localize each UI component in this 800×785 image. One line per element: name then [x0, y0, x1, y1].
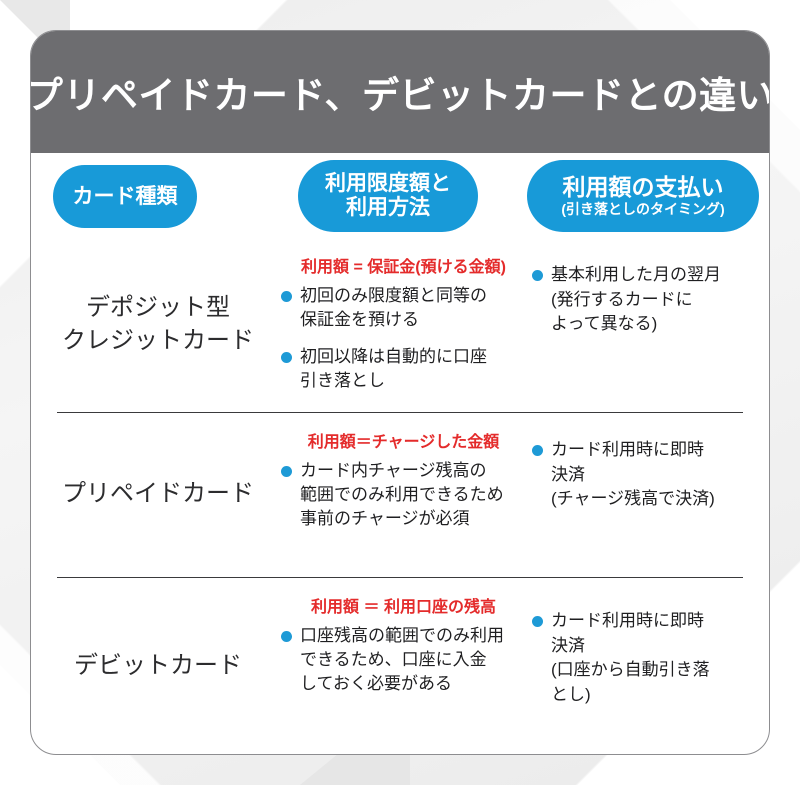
bullet-dot-icon — [532, 445, 543, 456]
row-card-type-line2: クレジットカード — [62, 326, 254, 354]
list-item: 口座残高の範囲でのみ利用 できるため、口座に入金 しておく必要がある — [281, 624, 526, 696]
usage-bullet-list: 口座残高の範囲でのみ利用 できるため、口座に入金 しておく必要がある — [281, 624, 526, 696]
payment-bullet-list: 基本利用した月の翌月 (発行するカードに よって異なる) — [532, 263, 769, 337]
row-card-type-label: プリペイドカード — [62, 478, 254, 510]
row-divider — [57, 577, 743, 578]
bullet-line: カード利用時に即時 — [551, 611, 704, 630]
row-payment-cell: カード利用時に即時 決済 (口座から自動引き落 とし) — [526, 577, 769, 754]
row-usage-cell: 利用額＝チャージした金額 カード内チャージ残高の 範囲でのみ利用できるため 事前… — [281, 412, 526, 577]
payment-bullet-list: カード利用時に即時 決済 (口座から自動引き落 とし) — [532, 609, 769, 708]
table-row: プリペイドカード 利用額＝チャージした金額 カード内チャージ残高の 範囲でのみ利… — [31, 412, 769, 577]
bullet-line: よって異なる) — [551, 314, 658, 334]
bullet-dot-icon — [532, 616, 543, 627]
bullet-dot-icon — [281, 291, 292, 302]
payment-bullet-list: カード利用時に即時 決済 (チャージ残高で決済) — [532, 438, 769, 512]
column-header-card-type: カード種類 — [53, 165, 197, 228]
row-divider — [57, 412, 743, 413]
bullet-line: 口座残高の範囲でのみ利用 — [300, 626, 504, 645]
row-card-type-line1: デポジット型 — [86, 294, 230, 322]
usage-bullet-list: カード内チャージ残高の 範囲でのみ利用できるため 事前のチャージが必須 — [281, 459, 526, 531]
usage-heading: 利用額 = 保証金(預ける金額) — [301, 259, 506, 276]
bullet-line: (発行するカードに — [551, 289, 693, 309]
comparison-card: プリペイドカード、デビットカードとの違い カード種類 利用限度額と 利用方法 利… — [30, 30, 770, 755]
row-card-type-cell: プリペイドカード — [31, 412, 281, 577]
bullet-dot-icon — [281, 352, 292, 364]
usage-heading: 利用額 ＝ 利用口座の残高 — [311, 599, 496, 616]
column-header-payment-label: 利用額の支払い — [562, 173, 724, 200]
title-band: プリペイドカード、デビットカードとの違い — [31, 31, 769, 153]
table-row: デポジット型 クレジットカード 利用額 = 保証金(預ける金額) 初回のみ限度額… — [31, 237, 769, 412]
bullet-line: 引き落とし — [300, 371, 385, 391]
column-header-usage-limit-line1: 利用限度額と — [325, 172, 451, 196]
comparison-rows: デポジット型 クレジットカード 利用額 = 保証金(預ける金額) 初回のみ限度額… — [31, 237, 769, 754]
bullet-line: 決済 — [551, 464, 585, 484]
bullet-line: 決済 — [551, 635, 585, 655]
bullet-line: できるため、口座に入金 — [300, 650, 487, 670]
row-card-type-label: デポジット型 クレジットカード — [62, 292, 254, 357]
list-item: カード利用時に即時 決済 (口座から自動引き落 とし) — [532, 609, 769, 708]
column-header-payment-sublabel: (引き落としのタイミング) — [561, 200, 725, 217]
column-header-payment: 利用額の支払い (引き落としのタイミング) — [527, 160, 759, 232]
row-card-type-label: デビットカード — [74, 650, 242, 682]
bullet-line: 範囲でのみ利用できるため — [300, 485, 504, 505]
bullet-line: 初回のみ限度額と同等の — [300, 286, 487, 305]
bullet-line: カード内チャージ残高の — [300, 461, 487, 480]
row-usage-cell: 利用額 = 保証金(預ける金額) 初回のみ限度額と同等の 保証金を預ける 初回以… — [281, 237, 526, 412]
bullet-dot-icon — [532, 270, 543, 281]
list-item: 初回以降は自動的に口座 引き落とし — [281, 345, 526, 393]
row-card-type-cell: デビットカード — [31, 577, 281, 754]
bullet-line: (チャージ残高で決済) — [551, 489, 715, 509]
row-card-type-cell: デポジット型 クレジットカード — [31, 237, 281, 412]
column-header-usage-limit-line2: 利用方法 — [346, 196, 430, 219]
bullet-line: しておく必要がある — [300, 674, 452, 694]
column-header-row: カード種類 利用限度額と 利用方法 利用額の支払い (引き落としのタイミング) — [31, 153, 769, 237]
bullet-line: 保証金を預ける — [300, 310, 419, 330]
page-title: プリペイドカード、デビットカードとの違い — [30, 75, 770, 116]
bullet-line: とし) — [551, 684, 591, 704]
usage-bullet-list: 初回のみ限度額と同等の 保証金を預ける 初回以降は自動的に口座 引き落とし — [281, 284, 526, 394]
list-item: 初回のみ限度額と同等の 保証金を預ける — [281, 284, 526, 332]
row-card-type-line1: プリペイドカード — [62, 480, 254, 508]
usage-heading: 利用額＝チャージした金額 — [307, 434, 500, 451]
column-header-usage-limit: 利用限度額と 利用方法 — [298, 160, 478, 232]
bullet-line: 初回以降は自動的に口座 — [300, 347, 487, 367]
row-usage-cell: 利用額 ＝ 利用口座の残高 口座残高の範囲でのみ利用 できるため、口座に入金 し… — [281, 577, 526, 754]
bullet-dot-icon — [281, 631, 292, 642]
bullet-dot-icon — [281, 466, 292, 477]
list-item: カード利用時に即時 決済 (チャージ残高で決済) — [532, 438, 769, 512]
row-payment-cell: カード利用時に即時 決済 (チャージ残高で決済) — [526, 412, 769, 577]
table-row: デビットカード 利用額 ＝ 利用口座の残高 口座残高の範囲でのみ利用 できるため… — [31, 577, 769, 754]
row-payment-cell: 基本利用した月の翌月 (発行するカードに よって異なる) — [526, 237, 769, 412]
list-item: 基本利用した月の翌月 (発行するカードに よって異なる) — [532, 263, 769, 337]
bullet-line: カード利用時に即時 — [551, 440, 704, 459]
list-item: カード内チャージ残高の 範囲でのみ利用できるため 事前のチャージが必須 — [281, 459, 526, 531]
row-card-type-line1: デビットカード — [74, 651, 242, 679]
bullet-line: 基本利用した月の翌月 — [551, 265, 721, 284]
bullet-line: 事前のチャージが必須 — [300, 509, 470, 529]
column-header-card-type-label: カード種類 — [72, 184, 178, 208]
bullet-line: (口座から自動引き落 — [551, 660, 710, 680]
